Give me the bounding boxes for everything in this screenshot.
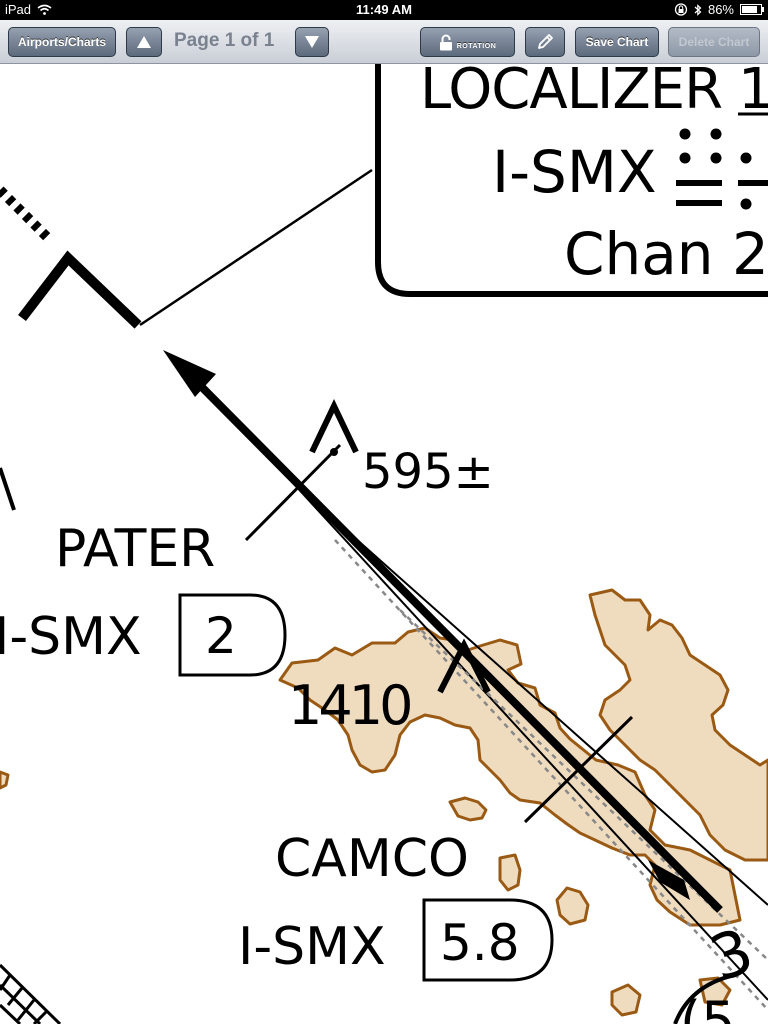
triangle-up-icon — [137, 36, 151, 48]
battery-icon — [740, 4, 764, 15]
camco-ident: I-SMX — [238, 917, 386, 977]
toolbar: Airports/Charts Page 1 of 1 ROTATION Sav… — [0, 20, 768, 64]
edge-label-5: (5 — [680, 990, 735, 1024]
wifi-icon — [37, 4, 52, 15]
delete-chart-button[interactable]: Delete Chart — [668, 27, 760, 57]
terrain-area — [0, 770, 10, 790]
device-name: iPad — [5, 2, 32, 17]
battery-percent: 86% — [707, 2, 734, 17]
status-time: 11:49 AM — [356, 2, 412, 17]
terrain-area — [588, 588, 768, 862]
localizer-title: LOCALIZER — [420, 64, 722, 122]
obstacle-1410-label: 1410 — [288, 674, 410, 737]
terrain-area — [278, 626, 742, 927]
localizer-suffix: 1 — [738, 64, 768, 122]
rotation-lock-icon — [674, 3, 688, 16]
terrain-area — [448, 796, 488, 822]
battery-fill — [742, 6, 758, 13]
camco-fix: CAMCO I-SMX 5.8 — [238, 715, 634, 982]
camco-dme: 5.8 — [440, 914, 520, 972]
save-chart-button[interactable]: Save Chart — [575, 27, 659, 57]
obstacle-595: 595± — [309, 399, 494, 500]
pater-fix: PATER I-SMX 2 — [0, 443, 342, 677]
localizer-ident: I-SMX — [492, 138, 657, 206]
triangle-down-icon — [305, 36, 319, 48]
course-arrow — [163, 350, 723, 913]
approach-chart[interactable]: LOCALIZER 1 I-SMX Chan 26 595± PATER I-S… — [0, 64, 768, 1024]
edge-arc — [673, 973, 736, 1024]
camco-name: CAMCO — [275, 829, 469, 889]
obstacle-1410: 1410 — [288, 638, 491, 737]
page-indicator: Page 1 of 1 — [174, 30, 275, 51]
runway-hatch — [0, 963, 62, 1024]
page-up-button[interactable] — [126, 27, 162, 57]
localizer-channel: Chan 26 — [564, 220, 768, 288]
status-bar: iPad 11:49 AM 86% — [0, 0, 768, 20]
bluetooth-icon — [694, 3, 702, 16]
padlock-icon — [439, 34, 452, 50]
morse-code-icon — [676, 128, 768, 210]
terrain-layer — [0, 588, 768, 1017]
pencil-icon — [538, 34, 553, 49]
rotation-label: ROTATION — [456, 42, 497, 50]
localizer-info-box: LOCALIZER 1 I-SMX Chan 26 — [375, 64, 768, 297]
pater-name: PATER — [55, 519, 215, 579]
feeder-lines — [0, 168, 373, 511]
terrain-area — [610, 983, 642, 1017]
terrain-area — [498, 853, 522, 892]
airports-charts-button[interactable]: Airports/Charts — [8, 27, 116, 57]
pater-dme: 2 — [205, 607, 237, 665]
terrain-area — [555, 886, 590, 926]
status-left: iPad — [5, 2, 52, 17]
annotate-button[interactable] — [525, 27, 565, 57]
pater-ident: I-SMX — [0, 607, 142, 667]
page-down-button[interactable] — [295, 27, 329, 57]
rotation-lock-button[interactable]: ROTATION — [420, 27, 515, 57]
obstacle-595-label: 595± — [362, 444, 494, 500]
status-right: 86% — [674, 2, 764, 17]
